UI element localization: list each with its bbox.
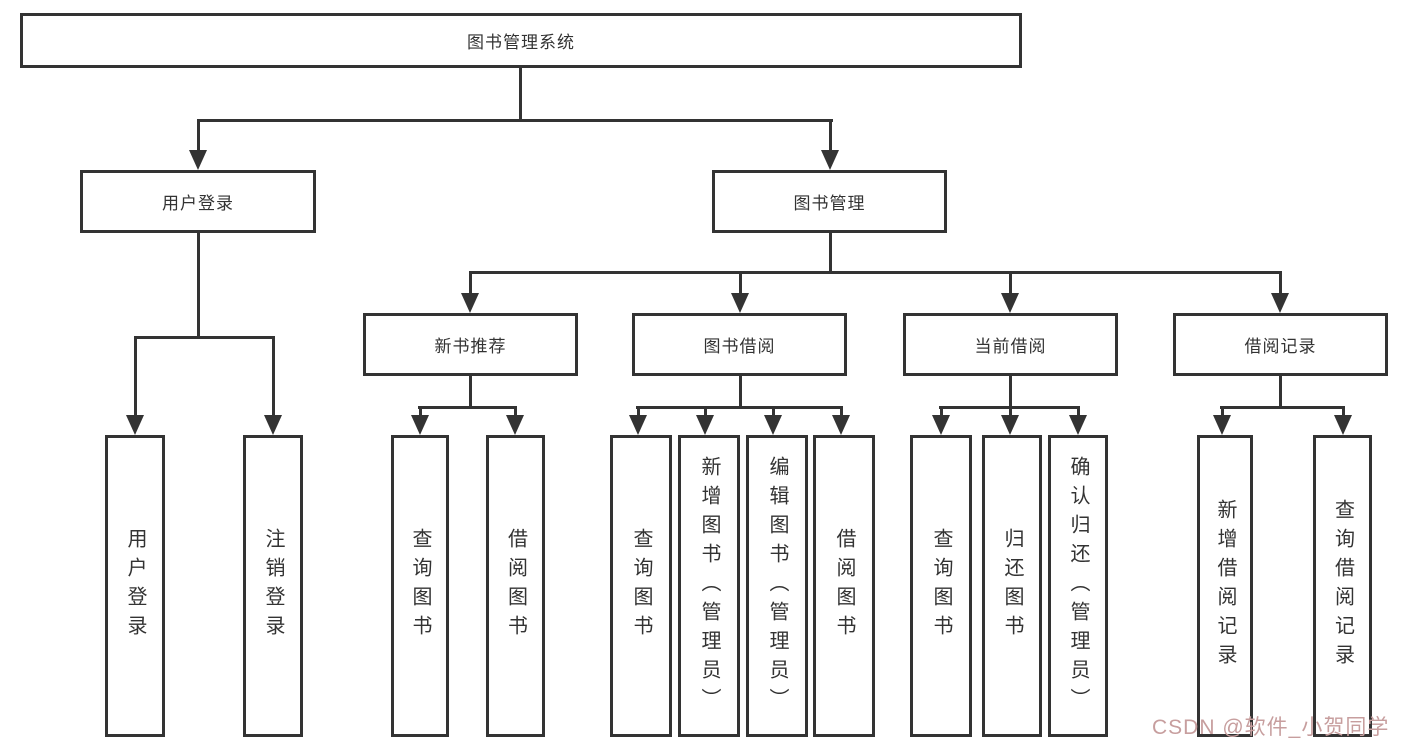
node-book-management-label: 图书管理 bbox=[793, 194, 866, 213]
connector-line bbox=[514, 406, 517, 418]
leaf-return-book-label: 归还图书 bbox=[1001, 528, 1023, 644]
connector-line bbox=[418, 406, 517, 409]
arrowhead bbox=[1001, 293, 1019, 313]
arrowhead bbox=[126, 415, 144, 435]
leaf-logout-label: 注销登录 bbox=[262, 528, 284, 644]
node-new-book-recommend: 新书推荐 bbox=[363, 313, 578, 376]
connector-line bbox=[1279, 376, 1282, 407]
leaf-add-borrow-record: 新增借阅记录 bbox=[1197, 435, 1253, 737]
arrowhead bbox=[189, 150, 207, 170]
connector-line bbox=[469, 271, 1282, 274]
node-current-borrow: 当前借阅 bbox=[903, 313, 1118, 376]
node-current-borrow-label: 当前借阅 bbox=[974, 337, 1047, 356]
leaf-query-book-2: 查询图书 bbox=[610, 435, 672, 737]
connector-line bbox=[272, 336, 275, 416]
arrowhead bbox=[411, 415, 429, 435]
leaf-query-book-1: 查询图书 bbox=[391, 435, 449, 737]
connector-line bbox=[829, 119, 832, 152]
leaf-confirm-return-admin-label: 确认归还（管理员） bbox=[1067, 455, 1089, 717]
connector-line bbox=[940, 406, 943, 418]
connector-line bbox=[1009, 271, 1012, 296]
leaf-query-borrow-record: 查询借阅记录 bbox=[1313, 435, 1372, 737]
leaf-query-book-1-label: 查询图书 bbox=[409, 528, 431, 644]
arrowhead bbox=[506, 415, 524, 435]
leaf-confirm-return-admin: 确认归还（管理员） bbox=[1048, 435, 1108, 737]
connector-line bbox=[739, 271, 742, 296]
leaf-add-borrow-record-label: 新增借阅记录 bbox=[1214, 499, 1236, 673]
connector-line bbox=[1221, 406, 1224, 418]
watermark: CSDN @软件_小贺同学 bbox=[1152, 716, 1390, 739]
node-borrow-records-label: 借阅记录 bbox=[1244, 337, 1317, 356]
arrowhead bbox=[1069, 415, 1087, 435]
connector-line bbox=[197, 119, 200, 152]
connector-line bbox=[197, 233, 200, 337]
connector-line bbox=[1279, 271, 1282, 296]
arrowhead bbox=[264, 415, 282, 435]
leaf-edit-book-admin-label: 编辑图书（管理员） bbox=[766, 455, 788, 717]
node-library-system-label: 图书管理系统 bbox=[467, 33, 575, 52]
leaf-borrow-book-1-label: 借阅图书 bbox=[504, 528, 527, 644]
connector-line bbox=[829, 233, 832, 272]
leaf-return-book: 归还图书 bbox=[982, 435, 1042, 737]
connector-line bbox=[134, 336, 137, 416]
leaf-add-book-admin: 新增图书（管理员） bbox=[678, 435, 740, 737]
node-book-borrow-label: 图书借阅 bbox=[703, 337, 776, 356]
arrowhead bbox=[932, 415, 950, 435]
connector-line bbox=[519, 67, 522, 120]
connector-line bbox=[419, 406, 422, 418]
connector-line bbox=[1220, 406, 1345, 409]
node-book-borrow: 图书借阅 bbox=[632, 313, 847, 376]
connector-line bbox=[704, 406, 707, 418]
leaf-query-book-3-label: 查询图书 bbox=[930, 528, 952, 644]
arrowhead bbox=[629, 415, 647, 435]
connector-line bbox=[134, 336, 275, 339]
leaf-query-borrow-record-label: 查询借阅记录 bbox=[1331, 499, 1354, 673]
leaf-user-login-label: 用户登录 bbox=[124, 528, 146, 644]
leaf-add-book-admin-label: 新增图书（管理员） bbox=[698, 455, 720, 717]
connector-line bbox=[840, 406, 843, 418]
arrowhead bbox=[821, 150, 839, 170]
node-user-login-label: 用户登录 bbox=[162, 194, 234, 213]
connector-line bbox=[1342, 406, 1345, 418]
leaf-borrow-book-1: 借阅图书 bbox=[486, 435, 545, 737]
connector-line bbox=[772, 406, 775, 418]
arrowhead bbox=[1334, 415, 1352, 435]
leaf-query-book-2-label: 查询图书 bbox=[630, 528, 652, 644]
arrowhead bbox=[832, 415, 850, 435]
connector-line bbox=[469, 271, 472, 296]
connector-line bbox=[636, 406, 843, 409]
leaf-borrow-book-2: 借阅图书 bbox=[813, 435, 875, 737]
arrowhead bbox=[731, 293, 749, 313]
arrowhead bbox=[1001, 415, 1019, 435]
leaf-borrow-book-2-label: 借阅图书 bbox=[833, 528, 855, 644]
arrowhead bbox=[696, 415, 714, 435]
connector-line bbox=[637, 406, 640, 418]
node-user-login: 用户登录 bbox=[80, 170, 316, 233]
connector-line bbox=[1009, 376, 1012, 407]
arrowhead bbox=[764, 415, 782, 435]
connector-line bbox=[1077, 406, 1080, 418]
node-library-system: 图书管理系统 bbox=[20, 13, 1022, 68]
arrowhead bbox=[1213, 415, 1231, 435]
arrowhead bbox=[1271, 293, 1289, 313]
leaf-user-login: 用户登录 bbox=[105, 435, 165, 737]
node-borrow-records: 借阅记录 bbox=[1173, 313, 1388, 376]
arrowhead bbox=[461, 293, 479, 313]
leaf-edit-book-admin: 编辑图书（管理员） bbox=[746, 435, 808, 737]
connector-line bbox=[1009, 406, 1012, 418]
leaf-logout: 注销登录 bbox=[243, 435, 303, 737]
connector-line bbox=[739, 376, 742, 407]
node-new-book-recommend-label: 新书推荐 bbox=[434, 337, 507, 356]
node-book-management: 图书管理 bbox=[712, 170, 947, 233]
leaf-query-book-3: 查询图书 bbox=[910, 435, 972, 737]
connector-line bbox=[197, 119, 833, 122]
connector-line bbox=[469, 376, 472, 407]
